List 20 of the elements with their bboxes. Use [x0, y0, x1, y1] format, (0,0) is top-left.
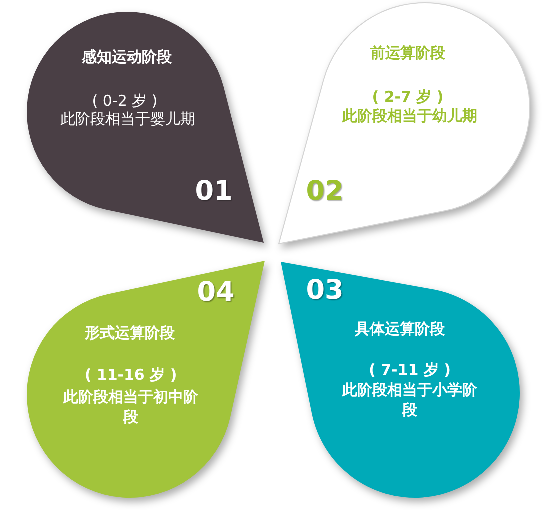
stage-description: 此阶段相当于婴儿期 — [60, 109, 196, 129]
step-number: 01 — [195, 177, 233, 207]
age-range-text: ( 0-2 岁 ) — [92, 91, 158, 111]
step-number: 02 — [306, 177, 344, 207]
teardrop-petal — [27, 261, 265, 498]
teardrop-petal — [281, 262, 520, 498]
stage-description: 此阶段相当于小学阶段 — [341, 380, 478, 420]
age-range-text: ( 11-16 岁 ) — [84, 365, 178, 385]
teardrop-petal — [279, 3, 530, 244]
stage-title: 形式运算阶段 — [85, 323, 175, 343]
step-number: 04 — [197, 278, 235, 308]
step-number: 03 — [306, 276, 344, 306]
age-range-text: ( 7-11 岁 ) — [369, 360, 451, 380]
stage-title: 感知运动阶段 — [82, 47, 172, 67]
teardrop-petal — [27, 12, 264, 243]
stage-description: 此阶段相当于初中阶段 — [62, 387, 200, 427]
stage-title: 前运算阶段 — [370, 43, 446, 63]
stage-description: 此阶段相当于幼儿期 — [342, 106, 478, 126]
age-range-text: ( 2-7 岁 ) — [372, 87, 444, 107]
stage-title: 具体运算阶段 — [355, 319, 445, 339]
